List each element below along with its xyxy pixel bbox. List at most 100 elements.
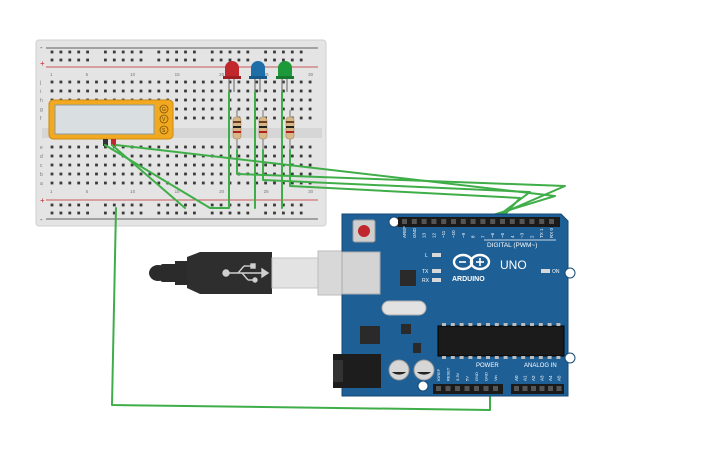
resistor-3[interactable] bbox=[285, 110, 295, 150]
rail-hole[interactable] bbox=[50, 211, 54, 215]
breadboard-hole[interactable] bbox=[166, 80, 170, 84]
breadboard-hole[interactable] bbox=[86, 89, 89, 93]
breadboard-hole[interactable] bbox=[290, 98, 294, 102]
rail-hole[interactable] bbox=[59, 203, 63, 207]
breadboard-hole[interactable] bbox=[86, 80, 89, 84]
rail-hole[interactable] bbox=[139, 50, 143, 54]
breadboard-hole[interactable] bbox=[59, 80, 63, 84]
breadboard-hole[interactable] bbox=[130, 89, 134, 93]
rail-hole[interactable] bbox=[77, 58, 81, 62]
rail-hole[interactable] bbox=[166, 203, 170, 207]
breadboard-hole[interactable] bbox=[112, 172, 116, 176]
breadboard-hole[interactable] bbox=[157, 163, 161, 167]
rail-hole[interactable] bbox=[264, 58, 267, 62]
breadboard-hole[interactable] bbox=[201, 116, 205, 120]
breadboard-hole[interactable] bbox=[59, 163, 63, 167]
breadboard-hole[interactable] bbox=[121, 172, 125, 176]
rail-hole[interactable] bbox=[59, 211, 63, 215]
digital-pin[interactable] bbox=[519, 219, 525, 224]
breadboard-hole[interactable] bbox=[104, 163, 107, 167]
breadboard-hole[interactable] bbox=[246, 116, 250, 120]
breadboard-hole[interactable] bbox=[68, 80, 72, 84]
breadboard-hole[interactable] bbox=[246, 89, 250, 93]
rail-hole[interactable] bbox=[86, 211, 89, 215]
digital-pin[interactable] bbox=[549, 219, 554, 224]
breadboard-hole[interactable] bbox=[193, 116, 196, 120]
rail-hole[interactable] bbox=[175, 58, 178, 62]
rail-hole[interactable] bbox=[68, 58, 72, 62]
breadboard-hole[interactable] bbox=[59, 181, 63, 185]
breadboard-hole[interactable] bbox=[282, 145, 285, 149]
digital-pin[interactable] bbox=[509, 219, 515, 224]
resistor-2[interactable] bbox=[258, 110, 268, 150]
rail-hole[interactable] bbox=[290, 211, 294, 215]
breadboard-hole[interactable] bbox=[210, 172, 214, 176]
rail-hole[interactable] bbox=[175, 203, 178, 207]
rail-hole[interactable] bbox=[264, 50, 267, 54]
rail-hole[interactable] bbox=[290, 50, 294, 54]
breadboard-hole[interactable] bbox=[264, 80, 267, 84]
analog-pin[interactable] bbox=[556, 386, 562, 391]
breadboard-hole[interactable] bbox=[282, 107, 285, 111]
breadboard-hole[interactable] bbox=[282, 154, 285, 158]
digital-pin[interactable] bbox=[500, 219, 505, 224]
power-pin[interactable] bbox=[483, 386, 489, 391]
rail-hole[interactable] bbox=[193, 58, 196, 62]
breadboard-hole[interactable] bbox=[139, 154, 143, 158]
breadboard-hole[interactable] bbox=[273, 172, 276, 176]
breadboard-hole[interactable] bbox=[228, 80, 232, 84]
wire-resistor-1[interactable] bbox=[236, 149, 566, 223]
breadboard-hole[interactable] bbox=[193, 145, 196, 149]
breadboard-hole[interactable] bbox=[139, 89, 143, 93]
breadboard-hole[interactable] bbox=[130, 172, 134, 176]
breadboard-hole[interactable] bbox=[299, 145, 303, 149]
breadboard-hole[interactable] bbox=[130, 80, 134, 84]
digital-pin[interactable] bbox=[451, 219, 456, 224]
breadboard-hole[interactable] bbox=[290, 145, 294, 149]
breadboard-hole[interactable] bbox=[219, 172, 223, 176]
breadboard-hole[interactable] bbox=[308, 163, 312, 167]
breadboard-hole[interactable] bbox=[86, 145, 89, 149]
breadboard-hole[interactable] bbox=[59, 154, 63, 158]
rail-hole[interactable] bbox=[112, 203, 116, 207]
breadboard-hole[interactable] bbox=[282, 116, 285, 120]
breadboard-hole[interactable] bbox=[210, 107, 214, 111]
rail-hole[interactable] bbox=[68, 203, 72, 207]
breadboard-hole[interactable] bbox=[166, 154, 170, 158]
breadboard-hole[interactable] bbox=[201, 80, 205, 84]
analog-pin[interactable] bbox=[548, 386, 553, 391]
rail-hole[interactable] bbox=[219, 203, 223, 207]
breadboard-hole[interactable] bbox=[237, 145, 241, 149]
breadboard-hole[interactable] bbox=[255, 80, 259, 84]
breadboard-hole[interactable] bbox=[175, 172, 178, 176]
breadboard-hole[interactable] bbox=[308, 154, 312, 158]
breadboard-hole[interactable] bbox=[148, 172, 152, 176]
breadboard-hole[interactable] bbox=[201, 89, 205, 93]
breadboard-hole[interactable] bbox=[184, 89, 187, 93]
breadboard-hole[interactable] bbox=[68, 89, 72, 93]
rail-hole[interactable] bbox=[246, 203, 250, 207]
rail-hole[interactable] bbox=[290, 203, 294, 207]
breadboard-hole[interactable] bbox=[264, 163, 267, 167]
breadboard-hole[interactable] bbox=[299, 181, 303, 185]
breadboard-hole[interactable] bbox=[175, 80, 178, 84]
rail-hole[interactable] bbox=[77, 203, 81, 207]
breadboard-hole[interactable] bbox=[184, 107, 187, 111]
breadboard-hole[interactable] bbox=[290, 172, 294, 176]
rail-hole[interactable] bbox=[112, 211, 116, 215]
breadboard-hole[interactable] bbox=[86, 181, 89, 185]
rail-hole[interactable] bbox=[104, 50, 107, 54]
breadboard-hole[interactable] bbox=[184, 98, 187, 102]
digital-pin[interactable] bbox=[460, 219, 466, 224]
breadboard-hole[interactable] bbox=[219, 154, 223, 158]
rail-hole[interactable] bbox=[210, 58, 214, 62]
breadboard-hole[interactable] bbox=[255, 181, 259, 185]
breadboard-hole[interactable] bbox=[308, 172, 312, 176]
breadboard-hole[interactable] bbox=[184, 181, 187, 185]
rail-hole[interactable] bbox=[77, 211, 81, 215]
breadboard-hole[interactable] bbox=[148, 154, 152, 158]
breadboard-hole[interactable] bbox=[95, 145, 98, 149]
breadboard-hole[interactable] bbox=[237, 181, 241, 185]
breadboard-hole[interactable] bbox=[210, 89, 214, 93]
breadboard-hole[interactable] bbox=[112, 89, 116, 93]
